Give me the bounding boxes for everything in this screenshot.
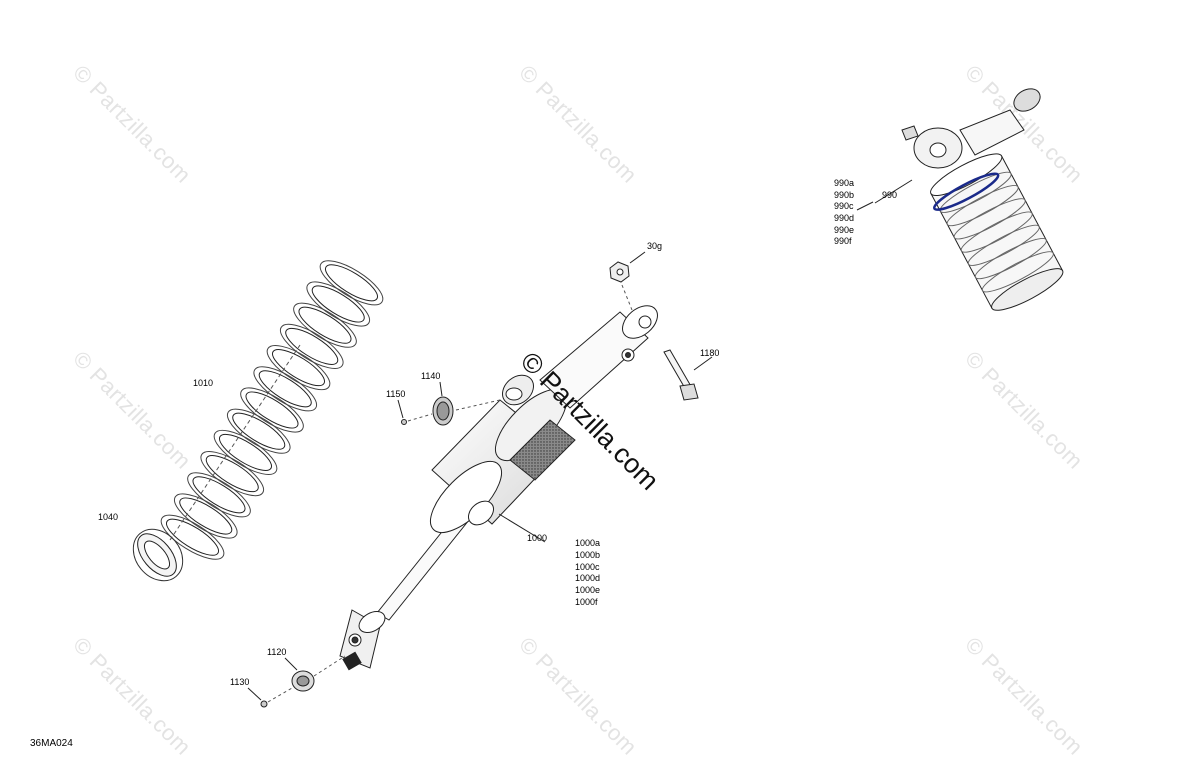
callout-1000d: 1000d <box>575 573 601 583</box>
shock-absorber-main <box>339 305 658 671</box>
fitting-1140 <box>432 381 501 426</box>
callout-990d: 990d <box>834 213 855 223</box>
callout-1180: 1180 <box>700 348 720 358</box>
callout-990e: 990e <box>834 225 855 235</box>
callout-1000f: 1000f <box>575 597 598 607</box>
coil-spring <box>160 260 384 560</box>
callout-990: 990 <box>882 190 898 200</box>
callout-1140: 1140 <box>421 371 441 381</box>
callout-30g: 30g <box>647 241 663 251</box>
callout-1120: 1120 <box>267 647 287 657</box>
callout-1150: 1150 <box>386 389 406 399</box>
shock-assembly-990 <box>856 88 1064 311</box>
nut-30g <box>609 251 646 311</box>
callout-990f: 990f <box>834 236 852 246</box>
callout-1000a: 1000a <box>575 538 601 548</box>
figure-code: 36MA024 <box>30 738 73 749</box>
callout-990a: 990a <box>834 178 855 188</box>
callout-1000e: 1000e <box>575 585 601 595</box>
callout-990c: 990c <box>834 201 854 211</box>
callout-1000b: 1000b <box>575 550 601 560</box>
bolt-1180 <box>663 349 713 401</box>
screw-1150 <box>397 399 433 425</box>
callout-990b: 990b <box>834 190 855 200</box>
spring-retainer <box>132 528 184 582</box>
callout-1000: 1000 <box>527 533 548 543</box>
screw-1130 <box>247 687 293 708</box>
callout-1010: 1010 <box>193 378 214 388</box>
adjuster-1120 <box>284 655 346 692</box>
callout-1040: 1040 <box>98 512 119 522</box>
callout-1000c: 1000c <box>575 562 600 572</box>
callout-1130: 1130 <box>230 677 250 687</box>
